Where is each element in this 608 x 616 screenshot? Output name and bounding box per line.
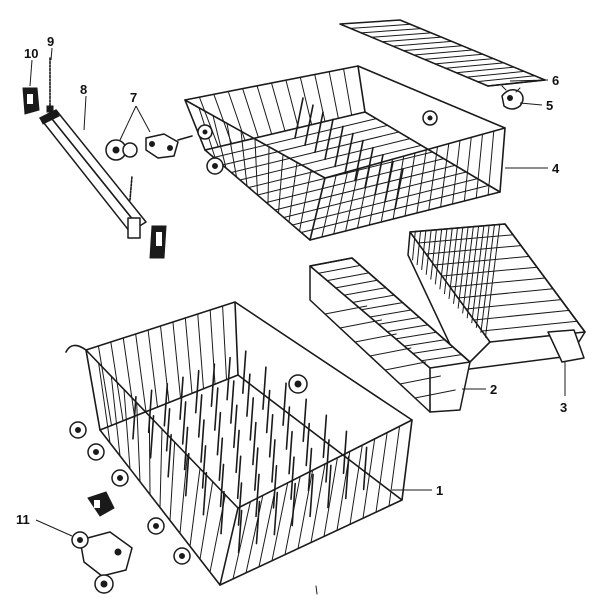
part-4-upper-rack[interactable]: [184, 65, 506, 241]
callout-10: 10: [24, 46, 38, 61]
callout-9: 9: [47, 34, 54, 49]
callout-labels: 6 5 4 3 2 1 7 8 9 10 11: [16, 34, 567, 527]
callout-8: 8: [80, 82, 87, 97]
leader-11: [35, 519, 73, 537]
leader-10: [29, 59, 33, 87]
part-7-roller-assembly[interactable]: [105, 133, 193, 161]
leader-6: [509, 79, 549, 82]
leader-lines: [29, 47, 566, 537]
part-2-silverware-basket[interactable]: [309, 257, 471, 413]
part-11-roller-bracket[interactable]: [71, 491, 133, 594]
part-1-lower-rack[interactable]: [65, 301, 413, 586]
callout-4: 4: [552, 161, 560, 176]
part-8-rail[interactable]: [39, 109, 167, 259]
callout-3: 3: [560, 400, 567, 415]
leader-8: [83, 95, 87, 131]
page-mark: [315, 585, 318, 595]
callout-6: 6: [552, 73, 559, 88]
callout-5: 5: [546, 98, 553, 113]
callout-7: 7: [130, 90, 137, 105]
callout-1: 1: [436, 483, 443, 498]
callout-2: 2: [490, 382, 497, 397]
part-6-shelf[interactable]: [339, 19, 546, 87]
part-3-silverware-basket[interactable]: [407, 223, 586, 371]
leader-7a: [119, 105, 137, 141]
leader-7b: [135, 105, 151, 133]
leader-9: [50, 47, 53, 61]
part-10-end-cap[interactable]: [22, 87, 40, 115]
part-5-clip[interactable]: [501, 85, 524, 110]
leader-5: [519, 102, 543, 106]
callout-11: 11: [16, 512, 30, 527]
part-9-screw[interactable]: [46, 57, 54, 113]
